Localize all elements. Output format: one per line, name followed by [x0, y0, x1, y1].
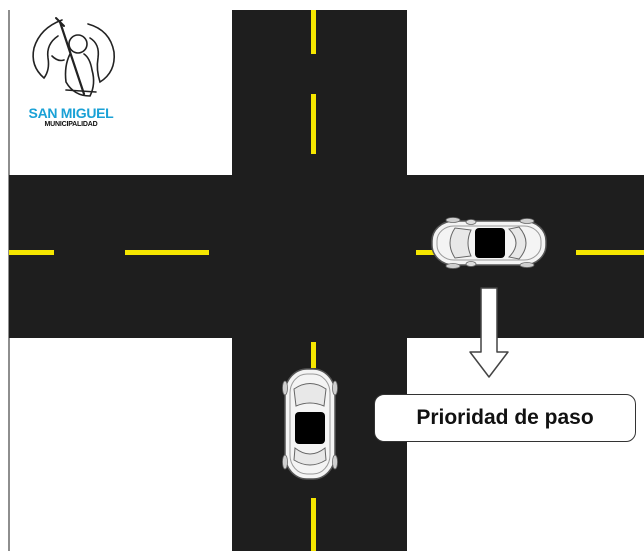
- down-arrow-icon: [469, 287, 509, 378]
- logo-name: SAN MIGUEL: [28, 105, 114, 121]
- priority-callout: Prioridad de paso: [374, 394, 636, 442]
- horizontal-lane-markings: [9, 250, 644, 255]
- logo-subtitle: MUNICIPALIDAD: [44, 121, 98, 128]
- lane-dash: [311, 10, 316, 54]
- vertical-lane-markings: [311, 10, 316, 551]
- car-top-view-icon: [431, 217, 547, 269]
- callout-text: Prioridad de paso: [416, 406, 594, 429]
- lane-dash: [9, 250, 54, 255]
- lane-dash: [311, 498, 316, 551]
- lane-dash: [416, 250, 436, 255]
- lane-dash: [576, 250, 644, 255]
- car-top-view-icon: [282, 368, 338, 480]
- san-miguel-angel-logo: [32, 17, 116, 97]
- lane-dash: [125, 250, 209, 255]
- lane-dash: [311, 94, 316, 154]
- lane-dash: [311, 342, 316, 368]
